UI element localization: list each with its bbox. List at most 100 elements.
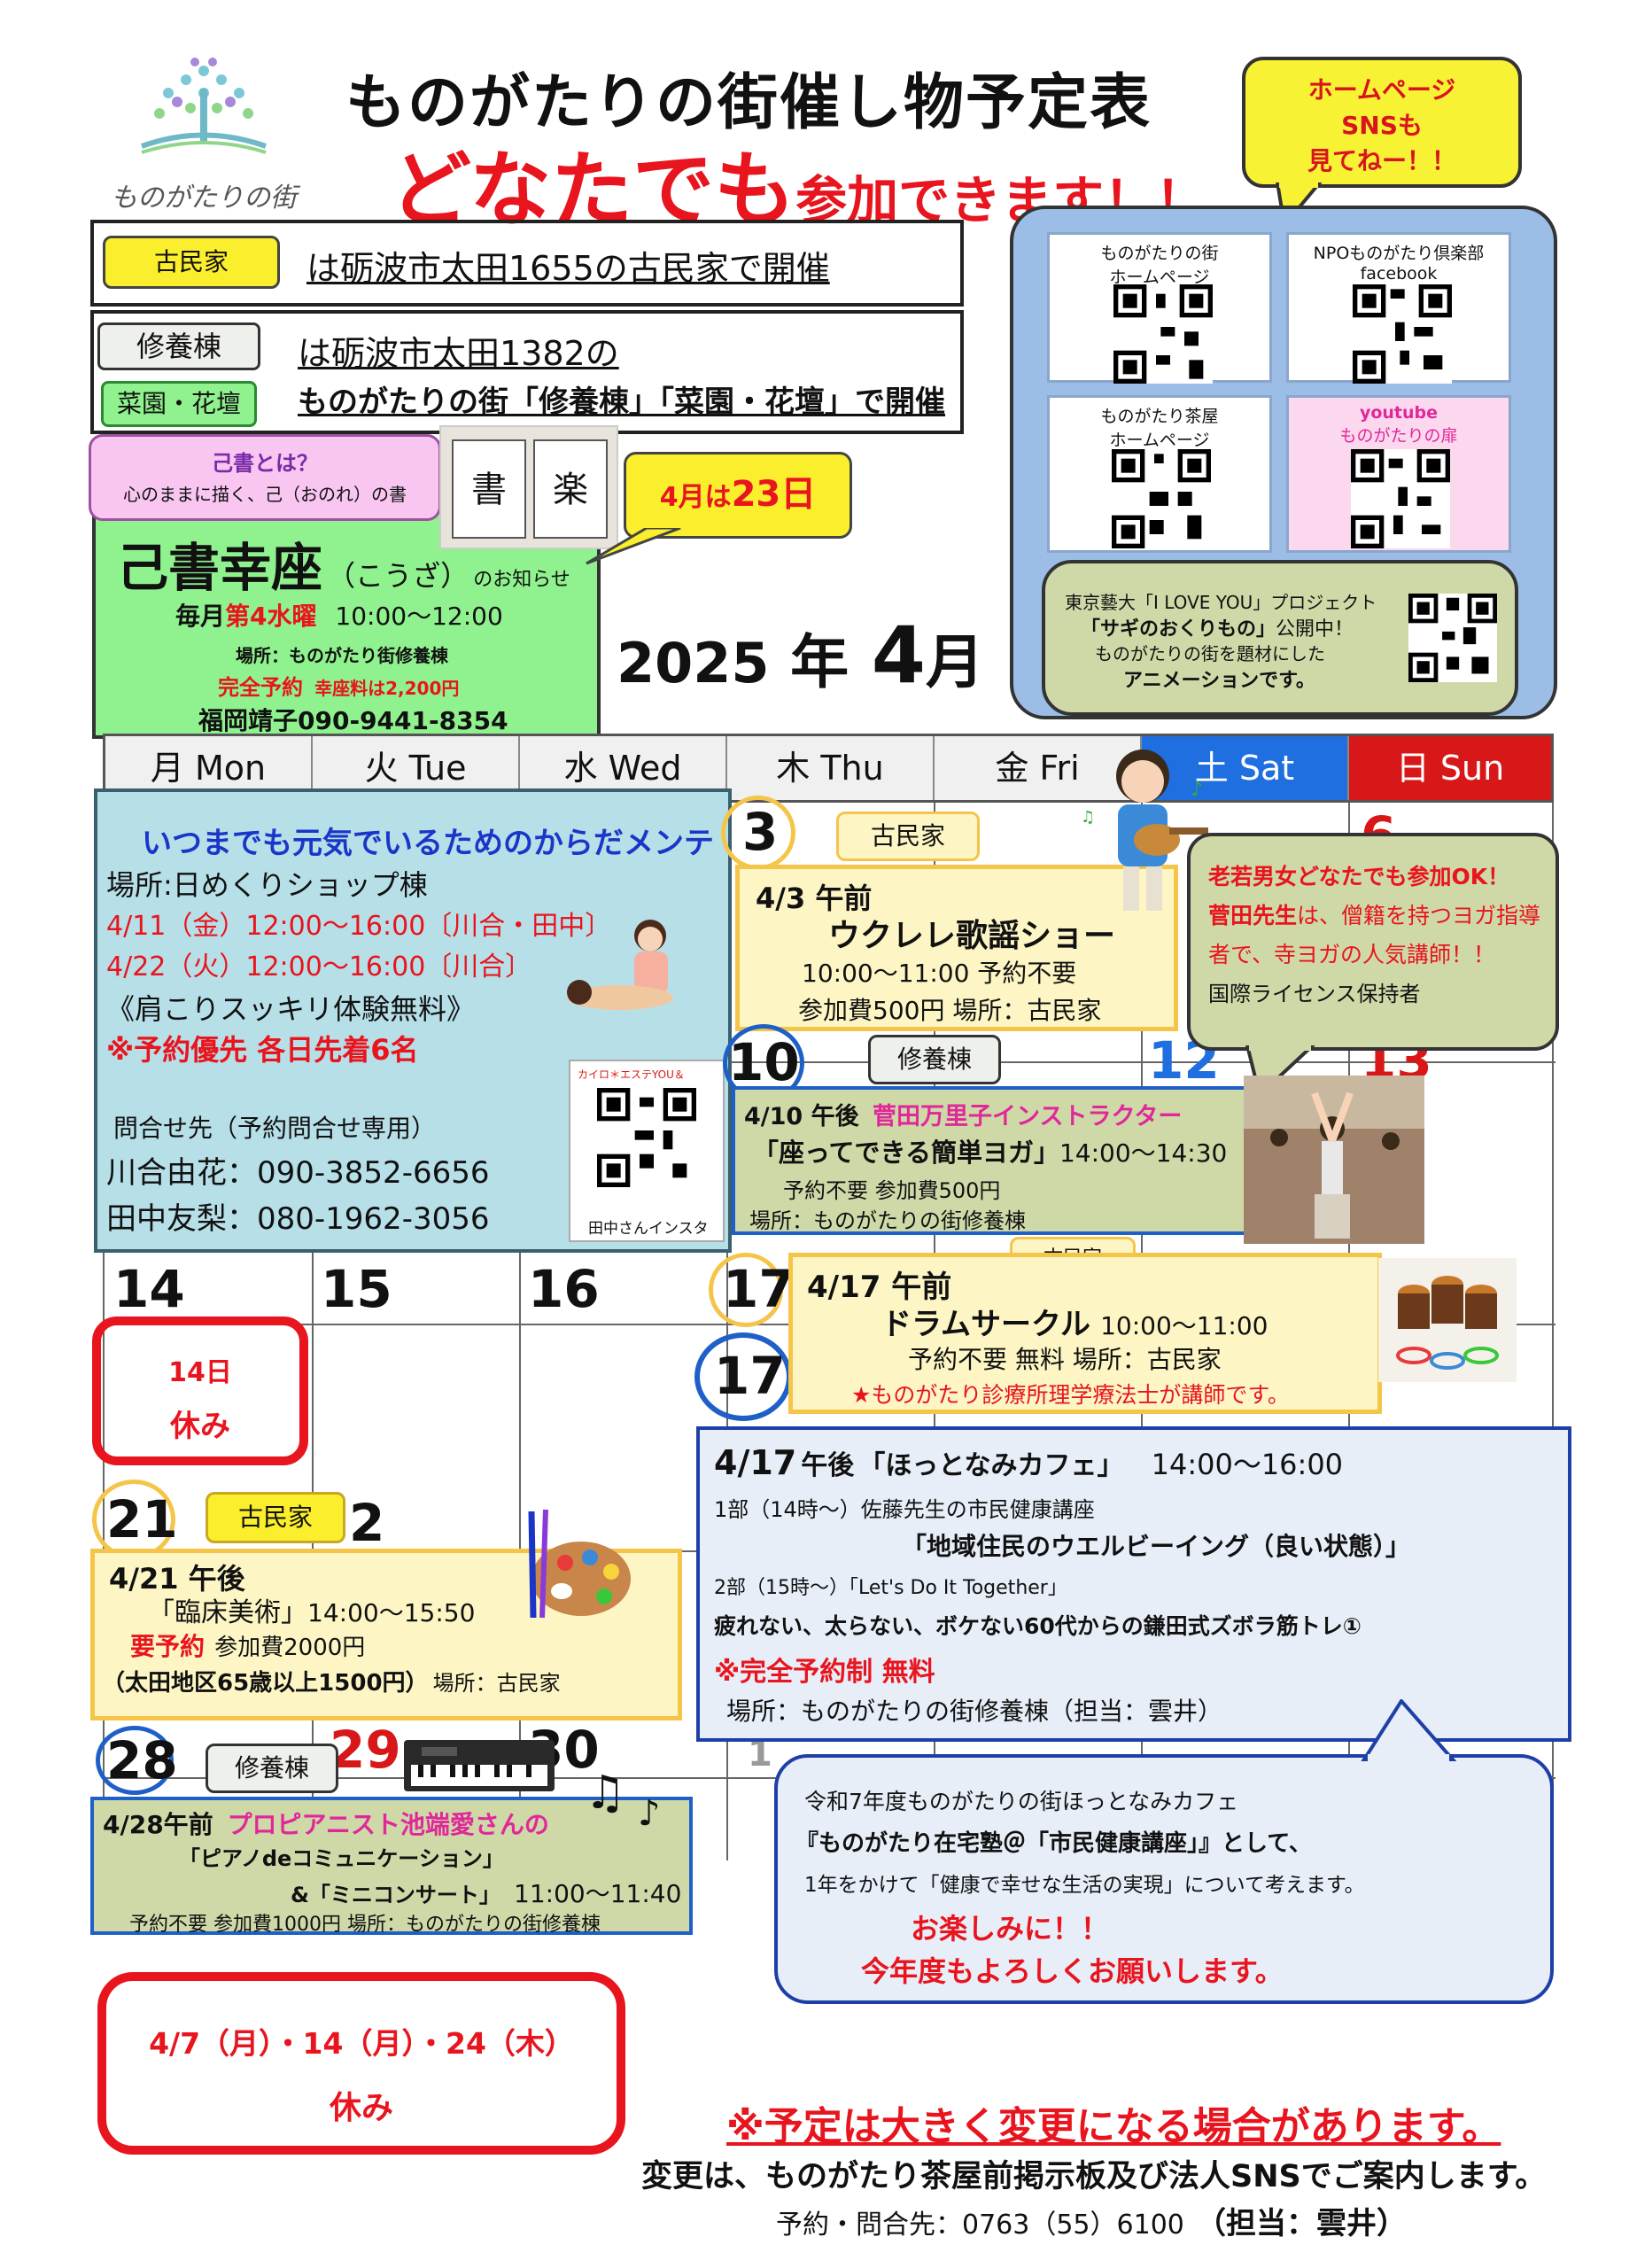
day-15: 15	[321, 1259, 392, 1319]
day-17-am-circle	[709, 1253, 783, 1327]
qr-cell-homepage: ものがたりの街 ホームページ	[1047, 232, 1272, 384]
palette-icon	[528, 1509, 631, 1619]
calligraphy-card-icon: 楽	[533, 439, 608, 539]
koza-title: 己書幸座	[117, 538, 323, 598]
art-title: 「臨床美術」	[148, 1597, 307, 1628]
maintenance-qr-card: カイロ＊エステYOU＆ 田中さんインスタ	[569, 1060, 725, 1242]
qr-cell-homepage-line1: ものがたりの街	[1100, 244, 1219, 263]
cafe-part2-desc: 疲れない、太らない、ボケない60代からの鎌田式ズボラ筋トレ①	[714, 1613, 1362, 1639]
day-29: 29	[330, 1720, 401, 1780]
yoga-info-bubble: 老若男女どなたでも参加OK！ 菅田先生は、僧籍を持つヨガ指導 者で、寺ヨガの人気…	[1187, 833, 1559, 1051]
cafe-header: 4/17 午後 「ほっとなみカフェ」 14:00～16:00	[714, 1442, 1343, 1483]
footer-contact: 予約・問合先：0763（55）6100 （担当：雲井）	[776, 2199, 1407, 2242]
cafe-bubble-line4: お楽しみに！！	[911, 1912, 1110, 1946]
qr-code-icon	[1351, 449, 1450, 548]
ukulele-time: 10:00～11:00 予約不要	[802, 959, 1077, 988]
qr-code-icon	[1353, 284, 1452, 384]
drum-box: 4/17 午前 ドラムサークル 10:00～11:00 予約不要 無料 場所：古…	[788, 1253, 1382, 1414]
yoga-date: 4/10 午後	[744, 1103, 859, 1130]
koza-notice: のお知らせ	[473, 569, 570, 591]
maintenance-box: いつまでも元気でいるためのからだメンテ 場所:日めくりショップ棟 4/11（金）…	[94, 788, 732, 1253]
holidays-line2: 休み	[329, 2090, 393, 2126]
yoga-box: 4/10 午後 菅田万里子インストラクター 「座ってできる簡単ヨガ」14:00～…	[732, 1086, 1249, 1235]
koza-place: 場所：ものがたり街修養棟	[236, 645, 448, 666]
qr-cell-chaya-line2: ホームページ	[1109, 431, 1210, 450]
ukulele-title: ウクレレ歌謡ショー	[828, 918, 1116, 954]
maintenance-contact1: 川合由花：090-3852-6656	[106, 1155, 490, 1191]
piano-title1: 「ピアノdeコミュニケーション」	[179, 1846, 504, 1871]
piano-time: 11:00～11:40	[514, 1879, 682, 1908]
animation-line4: アニメーションです。	[1123, 670, 1315, 692]
shuyoto-line2: ものがたりの街「修養棟」「菜園・花壇」で開催	[298, 384, 945, 420]
day-28: 28	[106, 1730, 178, 1790]
koza-date-b: 23日	[731, 474, 817, 515]
holidays-box: 4/7（月）・14（月）・24（木） 休み	[97, 1972, 625, 2155]
ukulele-fee: 参加費500円 場所：古民家	[798, 996, 1102, 1025]
qr-code-icon	[597, 1088, 696, 1187]
drum-photo	[1378, 1258, 1517, 1382]
music-note-icon: ♪	[638, 1793, 661, 1834]
month-suffix: 月	[925, 628, 984, 696]
cafe-bubble-tail-icon	[1361, 1699, 1457, 1761]
koza-title-row: 己書幸座 （こうざ） のお知らせ	[117, 526, 570, 601]
weekday-sun: 日 Sun	[1349, 736, 1551, 800]
yoga-time: 14:00～14:30	[1059, 1138, 1228, 1168]
keyboard-icon	[404, 1740, 555, 1791]
koza-answer: 心のままに描く、己（おのれ）の書	[123, 484, 407, 505]
yoga-bubble-line3: 者で、寺ヨガの人気講師！！	[1208, 942, 1496, 967]
koza-schedule: 毎月第4水曜 10:00～12:00	[175, 597, 503, 633]
koza-reserve: 完全予約	[218, 675, 303, 700]
qr-cell-facebook: NPOものがたり倶楽部 facebook	[1286, 232, 1511, 384]
yoga-photo	[1244, 1076, 1424, 1244]
art-fee-row: 要予約 参加費2000円	[130, 1627, 365, 1663]
koza-date-bubble-tail-icon	[586, 528, 681, 565]
cafe-annual-bubble: 令和7年度ものがたりの街ほっとなみカフェ 『ものがたり在宅塾＠「市民健康講座」』…	[774, 1754, 1554, 2004]
calligraphy-photo: 書 楽	[439, 425, 618, 549]
holidays-line1: 4/7（月）・14（月）・24（木）	[149, 2026, 574, 2061]
animation-line2: 「サギのおくりもの」公開中！	[1081, 613, 1354, 641]
saien-tag: 菜園・花壇	[101, 381, 257, 427]
drum-circle-icon	[1378, 1258, 1517, 1382]
maintenance-inquiry: 問合せ先（予約問合せ専用）	[113, 1114, 437, 1143]
maintenance-place: 場所:日めくりショップ棟	[106, 868, 428, 902]
yoga-place: 場所：ものがたりの街修養棟	[749, 1208, 1026, 1233]
piano-header: 4/28午前 プロピアニスト池端愛さんの	[103, 1806, 549, 1841]
cafe-pm: 午後	[801, 1450, 855, 1481]
svg-text:♫: ♫	[1081, 808, 1095, 827]
holiday-14-box: 14日 休み	[92, 1317, 308, 1465]
page-title: ものがたりの街催し物予定表	[345, 68, 1152, 138]
footer-contact-tel: 0763（55）6100	[962, 2210, 1184, 2241]
maintenance-date2: 4/22（火）12:00～16:00〔川合〕	[106, 951, 532, 983]
weekday-sat: 土 Sat	[1142, 736, 1349, 800]
maintenance-priority: ※予約優先 各日先着6名	[106, 1033, 419, 1067]
qr-cell-facebook-line1: NPOものがたり倶楽部	[1313, 244, 1485, 263]
footer-notice: 変更は、ものがたり茶屋前掲示板及び法人SNSでご案内します。	[641, 2159, 1547, 2194]
kominka-tag: 古民家	[103, 236, 280, 289]
month-number: 4	[871, 610, 926, 701]
day-3: 3	[742, 802, 779, 862]
venue-shuyoto-box: 修養棟 菜園・花壇 は砺波市太田1382の ものがたりの街「修養棟」「菜園・花壇…	[90, 310, 964, 434]
koza-time: 10:00～12:00	[335, 602, 503, 631]
cafe-bubble-line3: 1年をかけて「健康で幸せな生活の実現」について考えます。	[804, 1874, 1365, 1897]
art-fee: 参加費2000円	[214, 1635, 366, 1661]
cafe-place: 場所：ものがたりの街修養棟（担当：雲井）	[726, 1697, 1223, 1726]
yoga-instructor: 菅田万里子インストラクター	[873, 1103, 1183, 1130]
koza-reserve-row: 完全予約 幸座料は2,200円	[218, 670, 459, 701]
ukulele-player-icon: ♪♫	[1081, 750, 1208, 911]
day-1: 1	[748, 1734, 772, 1775]
piano-box: 4/28午前 プロピアニスト池端愛さんの 「ピアノdeコミュニケーション」 &「…	[90, 1797, 693, 1936]
yoga-pose-icon	[1244, 1076, 1424, 1244]
cafe-bubble-line5: 今年度もよろしくお願いします。	[861, 1954, 1284, 1988]
cafe-part1-title: 「地域住民のウエルビーイング（良い状態）」	[902, 1532, 1411, 1561]
weekday-fri: 金 Fri	[935, 736, 1142, 800]
qr-cell-facebook-line2: facebook	[1360, 264, 1438, 284]
venue-kominka-box: 古民家 は砺波市太田1655の古民家で開催	[90, 220, 964, 307]
cafe-time: 14:00～16:00	[1151, 1448, 1344, 1481]
yoga-bubble-line2: 菅田先生は、僧籍を持つヨガ指導	[1208, 898, 1543, 930]
art-discount-row: （太田地区65歳以上1500円） 場所：古民家	[102, 1665, 561, 1697]
kominka-text: は砺波市太田1655の古民家で開催	[306, 249, 830, 288]
qr-cell-homepage-line2: ホームページ	[1109, 268, 1210, 287]
animation-open: 公開中！	[1276, 618, 1354, 641]
cafe-date: 4/17	[714, 1443, 797, 1482]
qr-cell-chaya-line1: ものがたり茶屋	[1100, 407, 1219, 426]
